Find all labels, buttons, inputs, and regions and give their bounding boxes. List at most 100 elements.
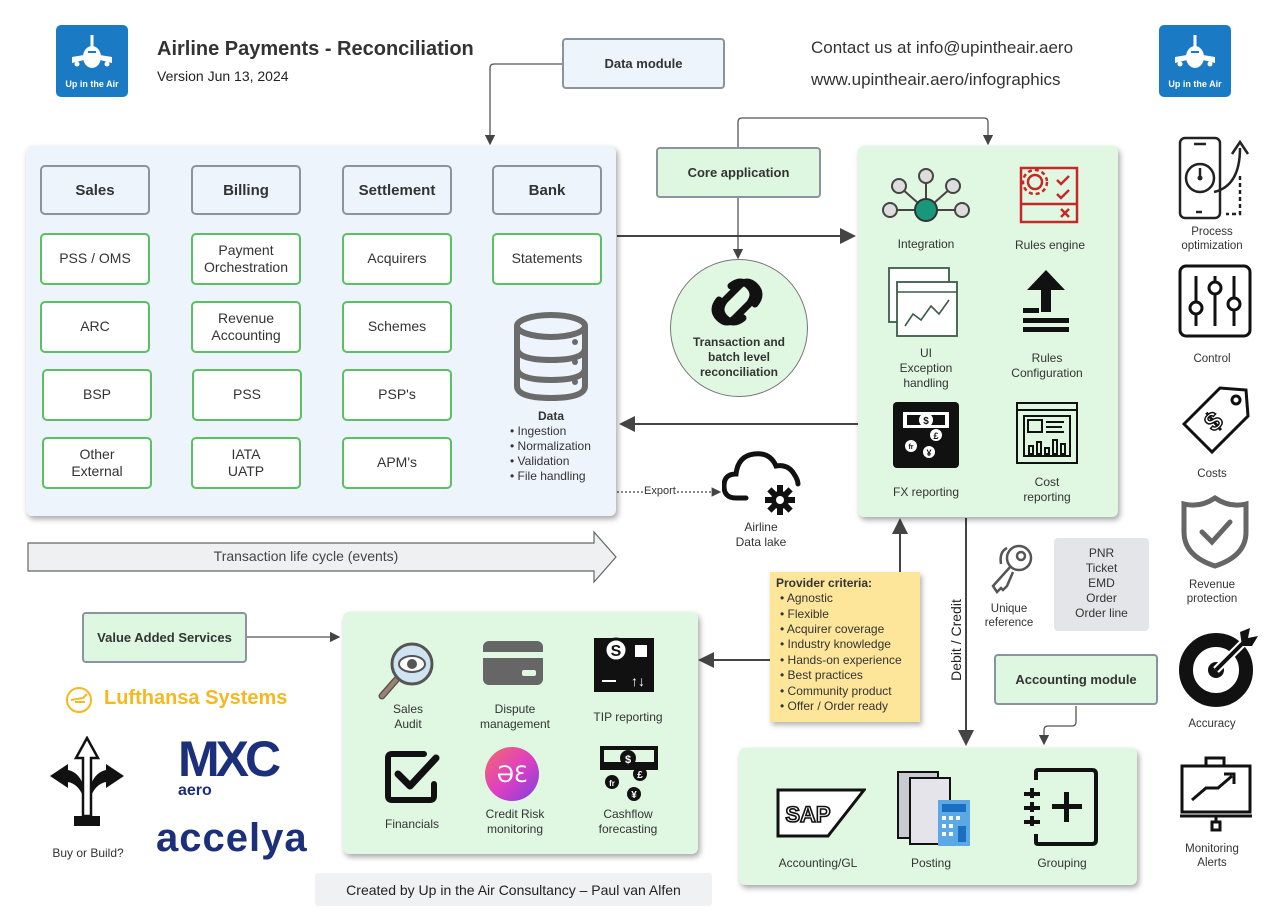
- rules-engine-icon: [1019, 166, 1079, 224]
- svg-text:¥: ¥: [631, 790, 637, 801]
- sap-icon: SAP: [776, 788, 866, 838]
- criteria-item: Agnostic: [780, 591, 914, 606]
- data-title: Data: [537, 409, 564, 423]
- svg-text:SAP: SAP: [785, 802, 830, 827]
- contact-email[interactable]: Contact us at info@upintheair.aero: [811, 38, 1074, 57]
- core-feature-label: Rules Configuration: [1011, 351, 1083, 380]
- lifecycle-arrow-label: Transaction life cycle (events): [213, 548, 399, 564]
- criteria-item: Community product: [780, 684, 914, 699]
- provider-criteria-list: Agnostic Flexible Acquirer coverage Indu…: [776, 591, 914, 714]
- system-box: Schemes: [342, 301, 452, 353]
- criteria-item: Acquirer coverage: [780, 622, 914, 637]
- arrow-core-bracket: [737, 117, 994, 148]
- system-box: Acquirers: [342, 233, 452, 285]
- value-added-services-box: Value Added Services: [82, 612, 247, 663]
- lufthansa-systems-logo: Lufthansa Systems: [104, 687, 288, 709]
- data-item: • Ingestion: [510, 424, 567, 438]
- accounting-label: Posting: [910, 856, 952, 870]
- benefit-label: Monitoring Alerts: [1185, 843, 1239, 870]
- core-feature-label: Cost reporting: [1023, 475, 1071, 504]
- airplane-icon: [72, 35, 112, 68]
- data-lake-label: Airline Data lake: [735, 520, 787, 549]
- value-added-label: Financials: [384, 817, 440, 831]
- data-item: • File handling: [510, 469, 586, 483]
- benefit-label: Accuracy: [1188, 718, 1236, 730]
- reconciliation-label: Transaction and batch level reconciliati…: [692, 335, 786, 379]
- criteria-item: Flexible: [780, 607, 914, 622]
- cashflow-forecasting-icon: $ £ fr ¥: [600, 746, 658, 801]
- reference-types-box: PNR Ticket EMD Order Order line: [1054, 538, 1149, 631]
- core-feature-label: Integration: [897, 237, 955, 251]
- accounting-label: Accounting/GL: [778, 856, 858, 870]
- accounting-module-box: Accounting module: [994, 654, 1158, 705]
- ui-exception-icon: [888, 267, 958, 337]
- core-application-label: Core application: [687, 165, 790, 180]
- criteria-item: Industry knowledge: [780, 637, 914, 652]
- benefit-label: Control: [1193, 353, 1231, 365]
- stage-billing: Billing: [191, 165, 301, 215]
- data-item: • Normalization: [510, 439, 591, 453]
- system-box: Payment Orchestration: [191, 233, 301, 285]
- system-box: IATA UATP: [191, 437, 301, 489]
- core-application-box: Core application: [656, 147, 821, 198]
- svg-text:S: S: [611, 643, 622, 660]
- system-box: Revenue Accounting: [191, 301, 301, 353]
- reference-type: EMD: [1088, 576, 1115, 590]
- logo-text: Up in the Air: [65, 79, 119, 89]
- cloud-gear-icon: [722, 451, 801, 515]
- accounting-module-label: Accounting module: [1015, 672, 1137, 687]
- value-added-label: Sales Audit: [392, 702, 424, 731]
- costs-icon: $: [1181, 386, 1250, 455]
- data-item: • Validation: [510, 454, 570, 468]
- accounting-label: Grouping: [1037, 856, 1087, 870]
- buy-or-build-label: Buy or Build?: [52, 846, 124, 860]
- data-module-box: Data module: [562, 38, 725, 89]
- svg-text:¥: ¥: [926, 448, 931, 458]
- mxc-logo: MXC: [178, 731, 281, 787]
- tip-reporting-icon: S ↑↓: [594, 637, 654, 692]
- accelya-logo: accelya: [156, 816, 308, 860]
- system-box: PSS / OMS: [40, 233, 150, 285]
- system-box: ARC: [40, 301, 150, 353]
- benefit-label: Costs: [1197, 468, 1227, 480]
- reference-type: PNR: [1088, 546, 1115, 560]
- reference-type: Ticket: [1085, 561, 1118, 575]
- website-link[interactable]: www.upintheair.aero/infographics: [811, 70, 1061, 89]
- footer-credit: Created by Up in the Air Consultancy – P…: [315, 873, 712, 906]
- value-added-label: Dispute management: [479, 702, 551, 731]
- financials-icon: [385, 751, 440, 803]
- revenue-protection-icon: [1181, 494, 1249, 569]
- criteria-item: Offer / Order ready: [780, 699, 914, 714]
- system-box: PSP's: [342, 369, 452, 421]
- system-box: PSS: [192, 369, 302, 421]
- version-label: Version Jun 13, 2024: [157, 68, 289, 84]
- brand-logo-left: Up in the Air: [56, 25, 128, 97]
- sales-audit-icon: [378, 642, 434, 700]
- grouping-icon: [1024, 768, 1098, 846]
- value-added-label: Credit Risk monitoring: [485, 807, 545, 836]
- reference-type: Order: [1086, 591, 1117, 605]
- svg-text:$: $: [1198, 405, 1229, 438]
- lufthansa-crane-icon: [66, 687, 92, 713]
- debit-credit-label: Debit / Credit: [948, 599, 964, 681]
- core-feature-label: Rules engine: [1014, 238, 1086, 252]
- value-added-services-label: Value Added Services: [97, 630, 232, 645]
- control-icon: [1178, 264, 1252, 338]
- export-label: Export: [643, 485, 677, 497]
- lifecycle-arrow: [27, 530, 617, 584]
- arrow-data-module: [484, 63, 562, 146]
- data-items-list: • Ingestion • Normalization • Validation…: [510, 424, 591, 484]
- chain-link-icon: [711, 278, 763, 326]
- airplane-icon: [1175, 35, 1215, 68]
- svg-text:$: $: [923, 416, 929, 427]
- integration-icon: [882, 168, 970, 222]
- accuracy-icon: [1179, 628, 1258, 707]
- svg-text:↑↓: ↑↓: [631, 673, 645, 689]
- system-box: Other External: [42, 437, 152, 489]
- svg-text:£: £: [637, 770, 643, 781]
- buy-or-build-arrows-icon: [50, 736, 124, 826]
- svg-text:$: $: [625, 754, 631, 766]
- value-added-label: TIP reporting: [593, 710, 663, 724]
- stage-sales: Sales: [40, 165, 150, 215]
- brand-logo-right: Up in the Air: [1159, 25, 1231, 97]
